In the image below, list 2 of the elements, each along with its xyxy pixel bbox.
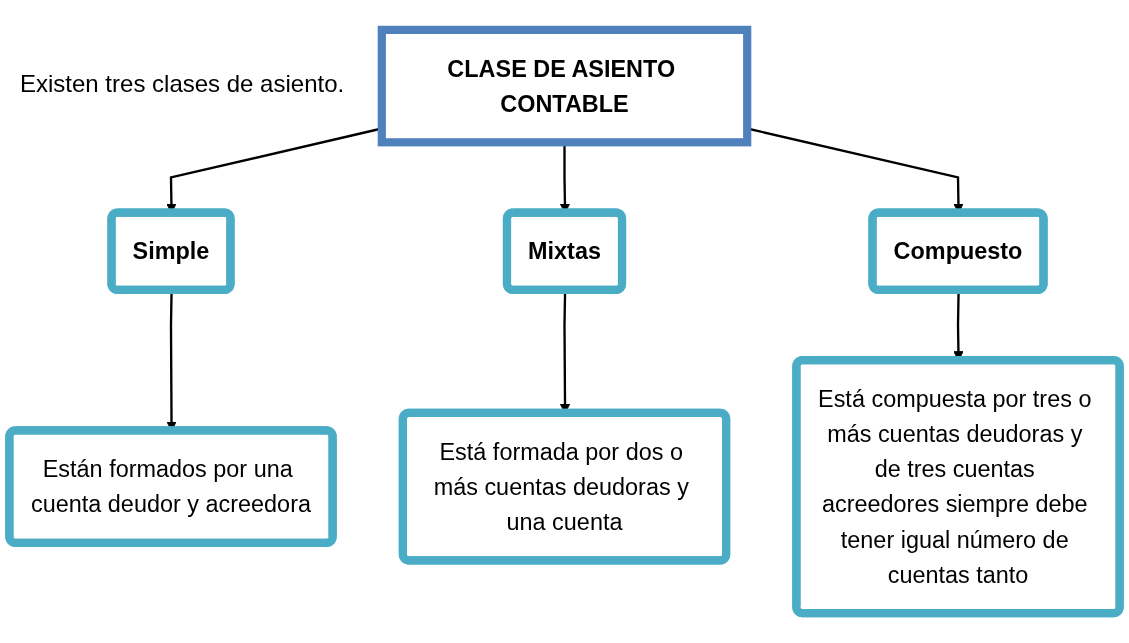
node-box: CLASE DE ASIENTO CONTABLE [377,25,752,147]
note-text: Existen tres clases de asiento. [20,70,345,98]
